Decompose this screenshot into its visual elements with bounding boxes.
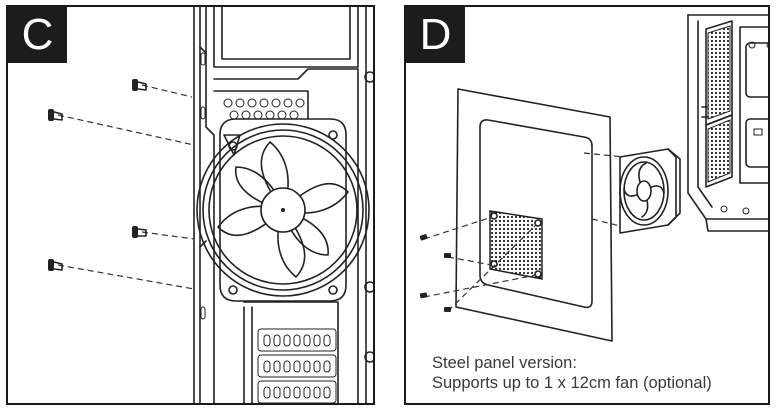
screw-icon bbox=[419, 216, 537, 312]
panel-d: D bbox=[404, 5, 770, 405]
panel-d-illustration bbox=[419, 14, 768, 342]
caption-line-1: Steel panel version: bbox=[432, 354, 577, 372]
pc-case-icon bbox=[687, 14, 768, 232]
steel-side-panel bbox=[455, 88, 613, 342]
caption-line-2: Supports up to 1 x 12cm fan (optional) bbox=[432, 374, 712, 392]
screw-icon bbox=[48, 79, 195, 290]
case-fan-icon bbox=[583, 148, 681, 234]
panel-c-illustration bbox=[48, 7, 373, 403]
panel-d-caption: Steel panel version: Supports up to 1 x … bbox=[432, 353, 712, 393]
panel-c: C bbox=[6, 5, 375, 405]
panel-c-letter: C bbox=[8, 7, 67, 63]
case-fan-icon bbox=[196, 118, 370, 302]
panel-d-letter: D bbox=[406, 7, 465, 63]
